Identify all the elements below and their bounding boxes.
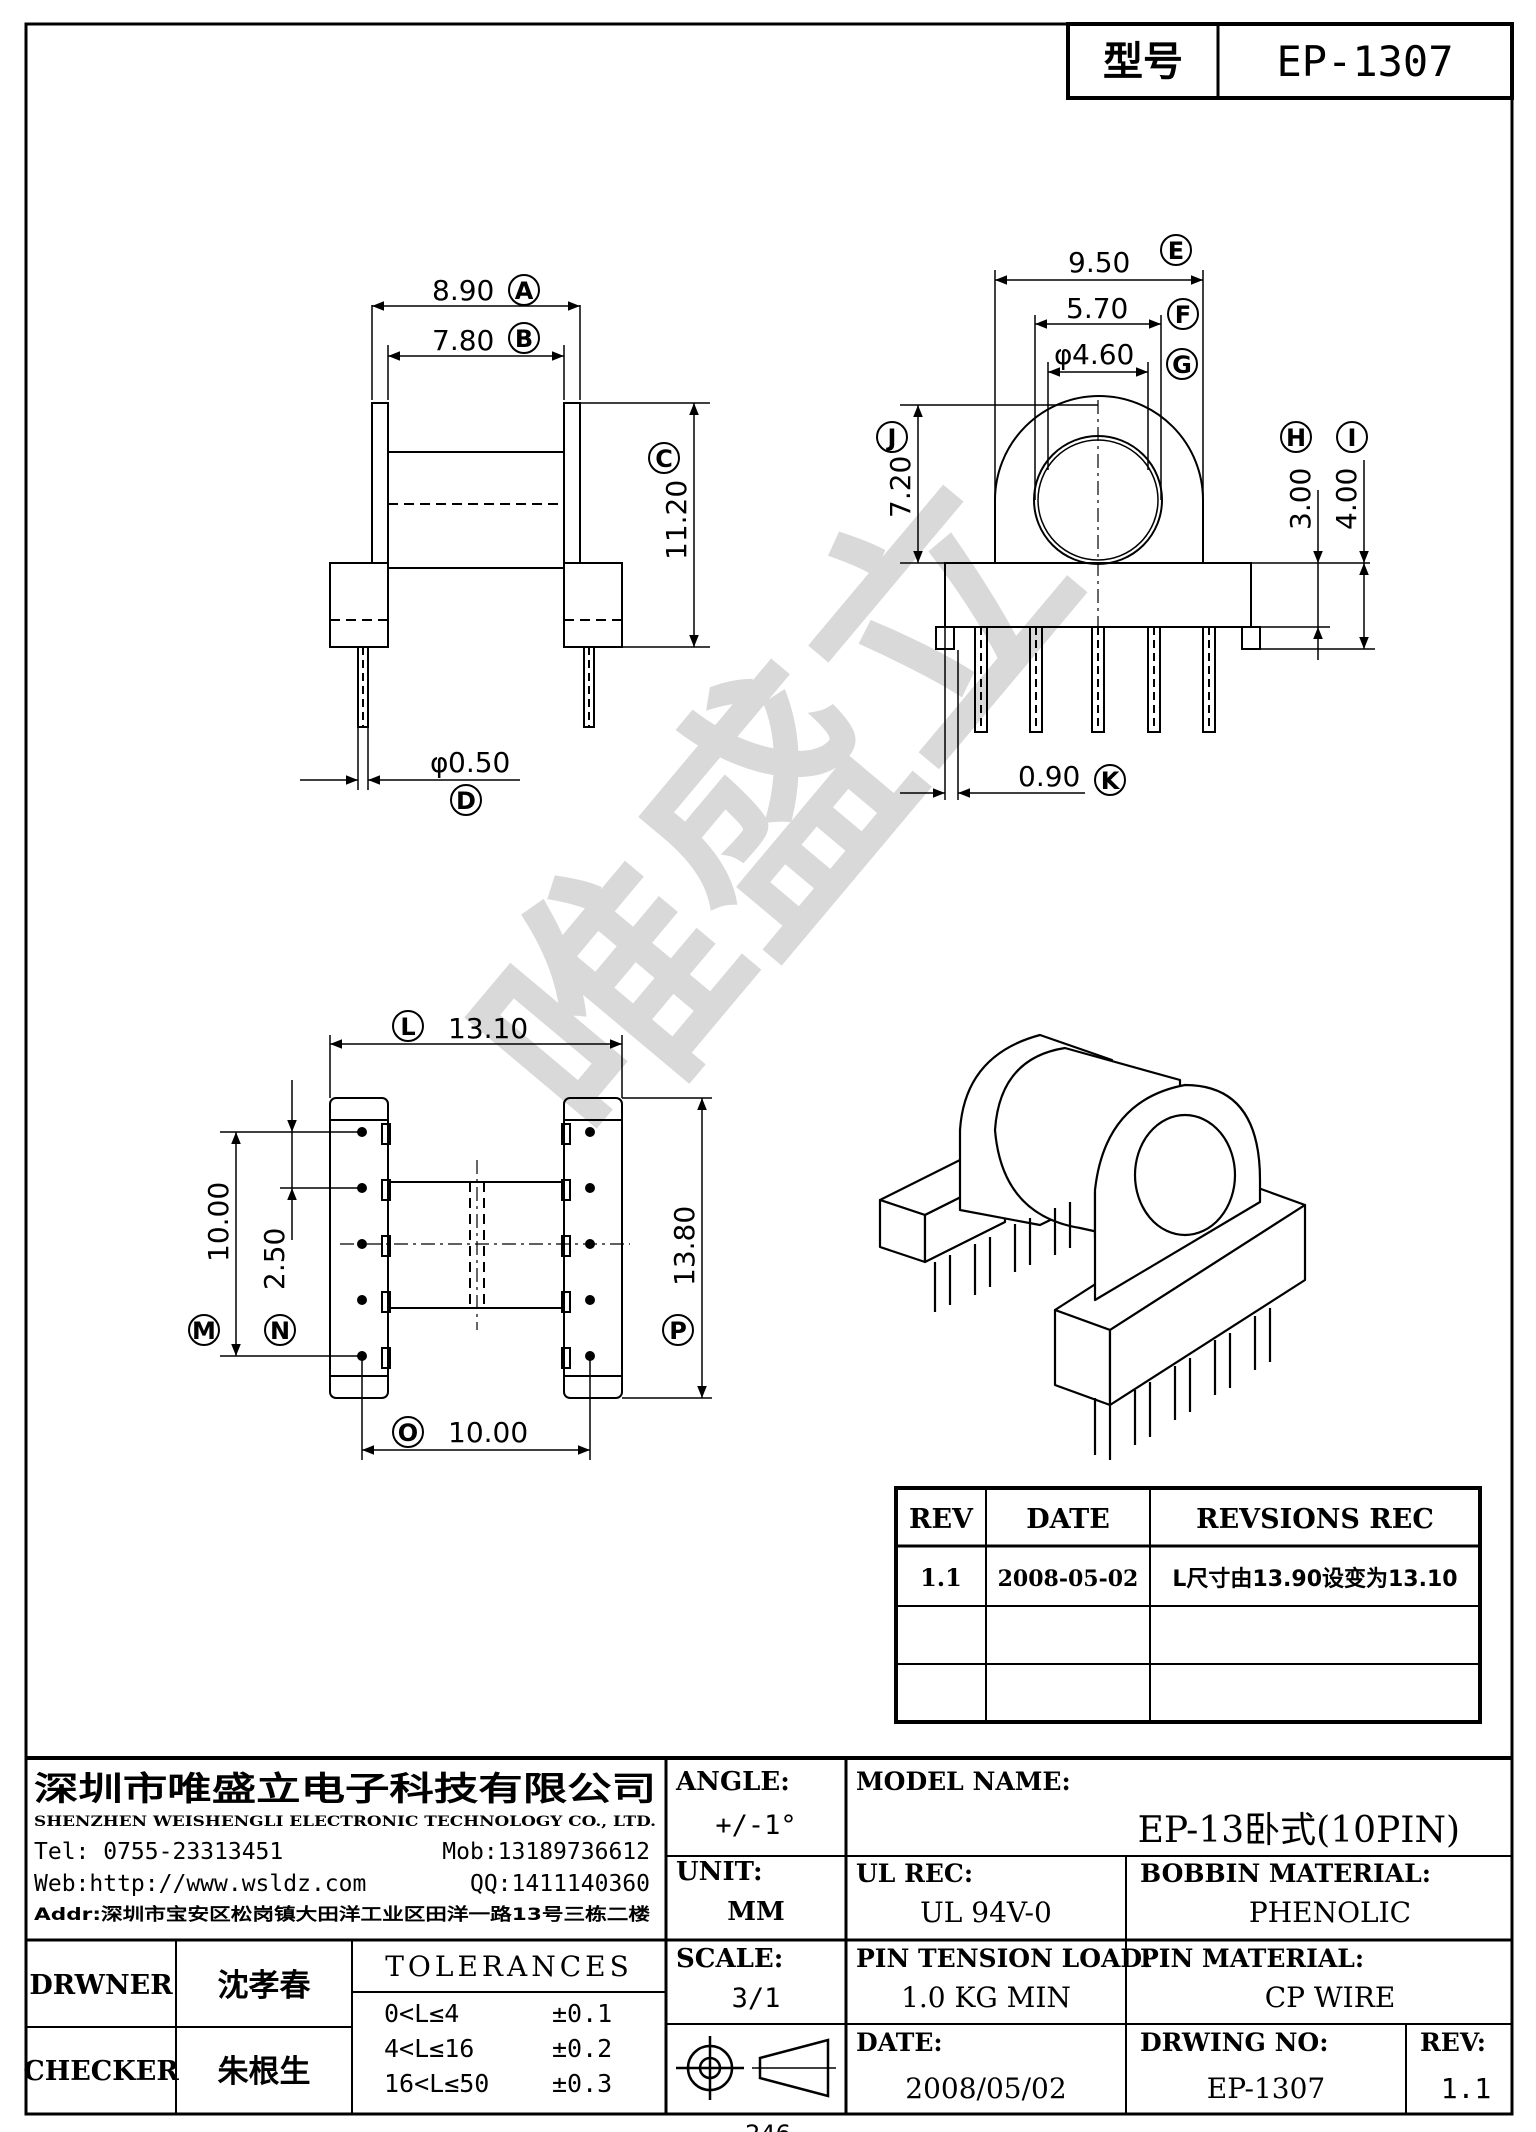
drwing-no-value: EP-1307 xyxy=(1207,2072,1325,2105)
company-name-cn: 深圳市唯盛立电子科技有限公司 xyxy=(34,1769,656,1808)
tolerance-value-1: ±0.1 xyxy=(552,1999,612,2028)
tolerance-value-2: ±0.2 xyxy=(552,2034,612,2063)
dim-J-label: J xyxy=(886,424,897,452)
tolerance-value-3: ±0.3 xyxy=(552,2069,612,2098)
dim-L-label: L xyxy=(400,1013,415,1041)
unit-value: MM xyxy=(727,1897,785,1927)
dim-M-value: 10.00 xyxy=(202,1182,235,1262)
ul-rec-label: UL REC: xyxy=(856,1859,973,1888)
front-view xyxy=(300,301,710,790)
pin-material-label: PIN MATERIAL: xyxy=(1140,1944,1364,1973)
dim-N-label: N xyxy=(270,1317,290,1345)
dim-L-value: 13.10 xyxy=(448,1012,528,1045)
title-block-grid xyxy=(26,1756,1512,2114)
tolerance-range-2: 4<L≤16 xyxy=(384,2034,474,2063)
pin-material-value: CP WIRE xyxy=(1265,1981,1396,2014)
rev-value: 1.1 xyxy=(1441,2072,1492,2105)
dim-B-label: B xyxy=(515,325,533,353)
rev-row1-date: 2008-05-02 xyxy=(998,1566,1139,1592)
isometric-view xyxy=(878,1033,1307,1460)
dim-C-value: 11.20 xyxy=(660,480,693,560)
company-name-en: SHENZHEN WEISHENGLI ELECTRONIC TECHNOLOG… xyxy=(34,1814,656,1830)
revision-table-text: REV DATE REVSIONS REC 1.1 2008-05-02 L尺寸… xyxy=(909,1504,1458,1592)
header-model-box: 型号 EP-1307 xyxy=(1066,22,1514,100)
bobbin-material-label: BOBBIN MATERIAL: xyxy=(1140,1859,1431,1888)
scale-label: SCALE: xyxy=(676,1944,783,1974)
checker-label: CHECKER xyxy=(23,2056,179,2087)
dim-F-value: 5.70 xyxy=(1066,292,1128,325)
revision-table xyxy=(894,1486,1482,1724)
header-model-label: 型号 xyxy=(1103,39,1183,85)
rev-header-rev: REV xyxy=(909,1504,974,1535)
dim-K-label: K xyxy=(1101,767,1121,795)
angle-label: ANGLE: xyxy=(675,1767,790,1797)
front-view-labels: 8.90 A 7.80 B C 11.20 φ 0.50 D xyxy=(430,274,693,816)
scale-value: 3/1 xyxy=(732,1983,781,2014)
dim-P-label: P xyxy=(669,1317,687,1345)
angle-value: +/-1° xyxy=(715,1810,796,1841)
drwing-no-label: DRWING NO: xyxy=(1140,2028,1328,2057)
company-address: Addr:深圳市宝安区松岗镇大田洋工业区田洋一路13号三栋二楼 xyxy=(34,1904,650,1925)
company-web: Web:http://www.wsldz.com xyxy=(34,1871,366,1897)
header-model-value: EP-1307 xyxy=(1276,37,1453,86)
rev-header-date: DATE xyxy=(1026,1504,1110,1535)
dim-K-value: 0.90 xyxy=(1018,760,1080,793)
dim-O-value: 10.00 xyxy=(448,1416,528,1449)
dia-symbol-G: φ xyxy=(1054,338,1072,371)
company-info: 深圳市唯盛立电子科技有限公司 SHENZHEN WEISHENGLI ELECT… xyxy=(34,1769,656,1925)
company-tel: Tel: 0755-23313451 xyxy=(34,1839,283,1865)
dim-E-value: 9.50 xyxy=(1068,246,1130,279)
dim-F-label: F xyxy=(1175,301,1191,329)
pin-tension-label: PIN TENSION LOAD: xyxy=(856,1944,1151,1973)
tolerance-range-3: 16<L≤50 xyxy=(384,2069,489,2098)
checker-name: 朱根生 xyxy=(218,2054,311,2090)
company-qq: QQ:1411140360 xyxy=(470,1871,650,1897)
model-name-label: MODEL NAME: xyxy=(856,1767,1071,1796)
dim-O-label: O xyxy=(398,1419,418,1447)
dim-B-value: 7.80 xyxy=(432,324,494,357)
top-view-labels: L 13.10 M 10.00 N 2.50 13.80 P O 10.00 xyxy=(188,1010,701,1449)
dim-D-label: D xyxy=(456,787,476,815)
dim-H-label: H xyxy=(1286,424,1306,452)
dim-N-value: 2.50 xyxy=(258,1228,291,1290)
page-number: 246 xyxy=(745,2120,791,2132)
tolerances-title: TOLERANCES xyxy=(385,1950,633,1983)
rev-label: REV: xyxy=(1420,2028,1486,2057)
drawer-name: 沈孝春 xyxy=(218,1968,311,2004)
model-name-value: EP-13卧式(10PIN) xyxy=(1138,1810,1460,1851)
date-label: DATE: xyxy=(856,2028,943,2057)
tolerance-range-1: 0<L≤4 xyxy=(384,1999,459,2028)
date-value: 2008/05/02 xyxy=(905,2072,1066,2105)
bobbin-material-value: PHENOLIC xyxy=(1249,1896,1411,1929)
dim-J-value: 7.20 xyxy=(884,456,917,518)
unit-label: UNIT: xyxy=(676,1857,763,1887)
dim-I-value: 4.00 xyxy=(1330,468,1363,530)
top-view xyxy=(220,1035,712,1460)
drawer-label: DRWNER xyxy=(29,1970,173,2001)
dim-H-value: 3.00 xyxy=(1284,468,1317,530)
dim-A-value: 8.90 xyxy=(432,274,494,307)
side-view-labels: 9.50 E 5.70 F φ 4.60 G J 7.20 H I 3.00 4… xyxy=(876,234,1368,796)
rev-row1-rev: 1.1 xyxy=(920,1563,962,1592)
title-block-fields: ANGLE: +/-1° UNIT: MM SCALE: 3/1 MODEL N… xyxy=(23,1767,1491,2105)
dim-C-label: C xyxy=(655,445,673,473)
pin-tension-value: 1.0 KG MIN xyxy=(901,1981,1071,2014)
side-view xyxy=(900,270,1375,800)
dim-M-label: M xyxy=(192,1317,216,1345)
dim-A-label: A xyxy=(515,277,534,305)
dia-symbol-D: φ xyxy=(430,746,448,779)
drawing-border xyxy=(24,22,1514,2116)
dim-G-value: 4.60 xyxy=(1072,338,1134,371)
projection-symbol-icon xyxy=(676,2036,836,2100)
dim-E-label: E xyxy=(1168,237,1184,265)
ul-rec-value: UL 94V-0 xyxy=(920,1896,1052,1929)
dim-D-value: 0.50 xyxy=(448,746,510,779)
dim-I-label: I xyxy=(1348,424,1357,452)
dim-P-value: 13.80 xyxy=(668,1206,701,1286)
rev-header-rec: REVSIONS REC xyxy=(1196,1504,1434,1535)
rev-row1-rec: L尺寸由13.90设变为13.10 xyxy=(1172,1566,1457,1592)
dim-G-label: G xyxy=(1172,351,1192,379)
company-mob: Mob:13189736612 xyxy=(442,1839,650,1865)
